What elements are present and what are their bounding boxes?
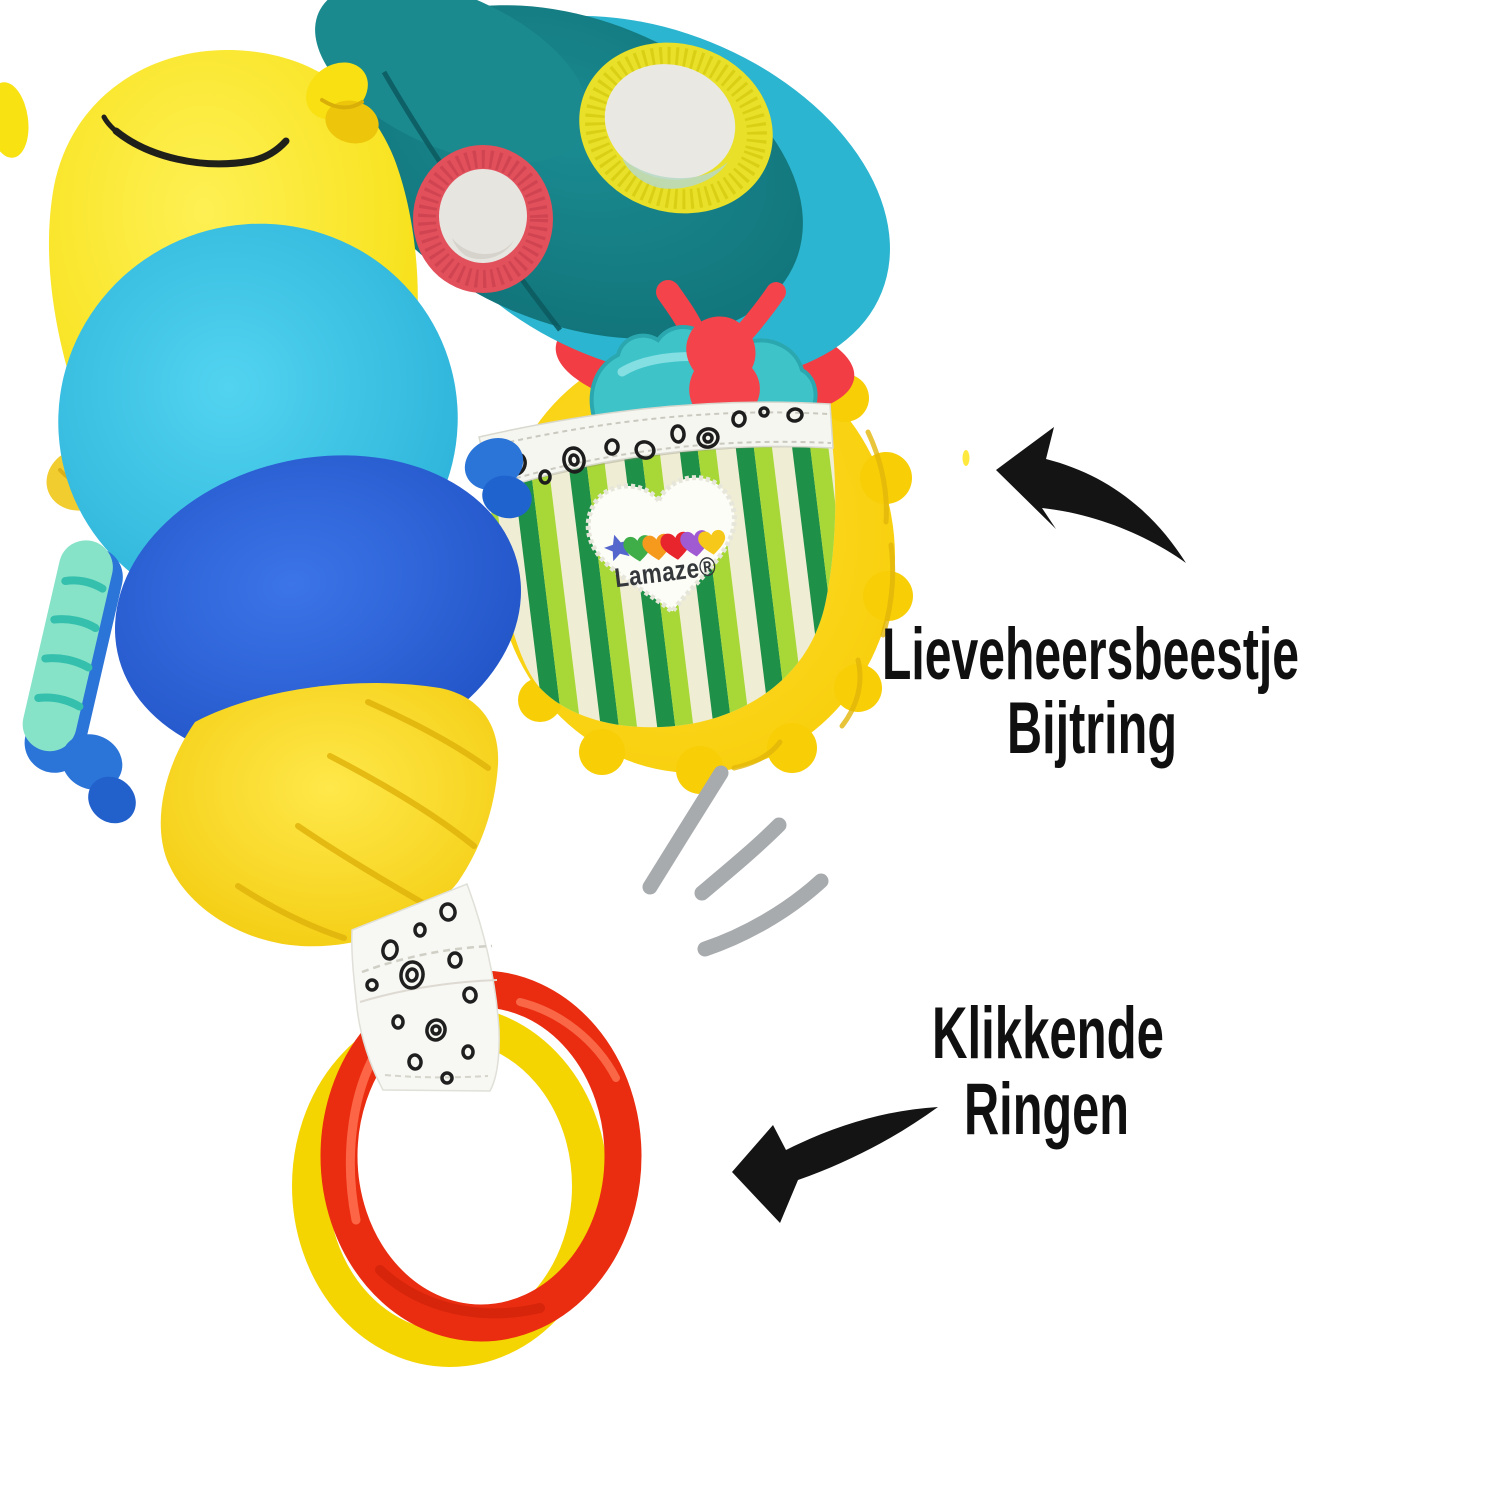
teether-annotation-line1: Lieveheersbeestje <box>882 614 1299 695</box>
fabric-strap <box>351 883 500 1092</box>
plush-toy: Lamaze® <box>0 0 913 1367</box>
mint-foot <box>22 540 136 824</box>
arrow-to-rings-icon <box>732 1107 938 1223</box>
lamaze-heart-patch: Lamaze® <box>585 475 737 616</box>
wing-mirror-yellow <box>579 42 773 214</box>
rings-annotation-line2: Ringen <box>964 1069 1129 1150</box>
teether-annotation: Lieveheersbeestje Bijtring <box>882 614 1299 769</box>
strap-doodles <box>365 902 478 1085</box>
rings-annotation: Klikkende Ringen <box>932 993 1164 1150</box>
antenna-knot-right <box>306 62 379 144</box>
wing-upper-flap <box>315 0 589 164</box>
butterfly-wing <box>315 0 890 381</box>
motion-lines-icon <box>642 765 829 957</box>
blue-knot-foot <box>464 438 532 519</box>
body-segment-yellow <box>160 683 499 947</box>
rings-annotation-line1: Klikkende <box>932 993 1164 1074</box>
closed-eye-stitch <box>101 114 290 168</box>
arrow-to-teether-icon <box>962 427 1186 563</box>
teether-annotation-line2: Bijtring <box>1007 688 1177 769</box>
wing-mirror-red <box>413 145 553 293</box>
